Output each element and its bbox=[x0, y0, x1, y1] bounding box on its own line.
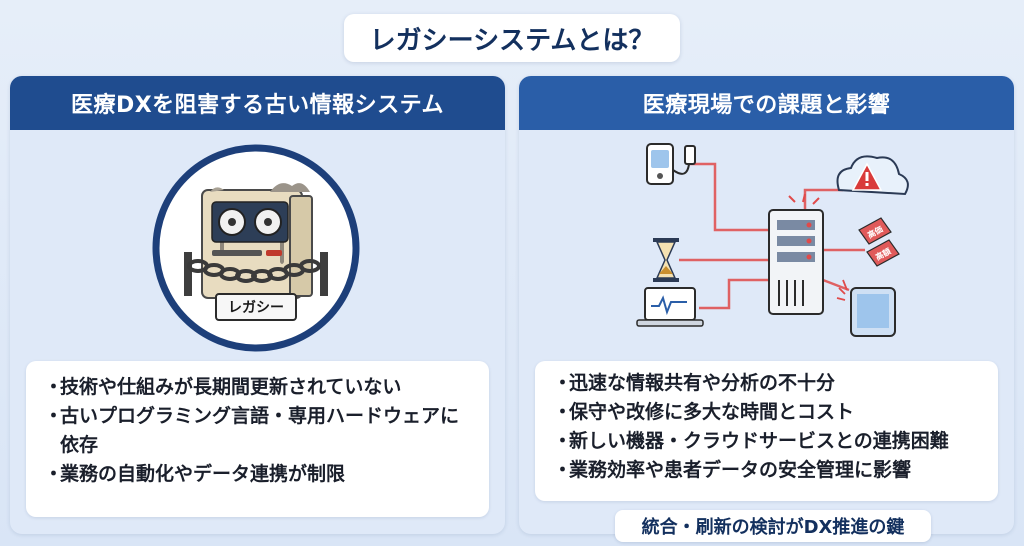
list-item: 技術や仕組みが長期間更新されていない bbox=[44, 373, 471, 402]
hourglass-icon bbox=[653, 238, 679, 282]
list-item: 業務効率や患者データの安全管理に影響 bbox=[553, 456, 980, 485]
list-item: 新しい機器・クラウドサービスとの連携困難 bbox=[553, 427, 980, 456]
tablet-icon bbox=[836, 279, 896, 337]
legacy-machine-illustration: レガシー bbox=[152, 144, 360, 352]
legacy-sign-label: レガシー bbox=[228, 300, 284, 316]
laptop-icon bbox=[636, 287, 704, 327]
right-panel: 医療現場での課題と影響 bbox=[519, 76, 1014, 534]
left-panel: 医療DXを阻害する古い情報システム bbox=[10, 76, 505, 534]
system-network-illustration: 高価 高額 bbox=[636, 143, 909, 337]
list-item: 業務の自動化やデータ連携が制限 bbox=[44, 460, 471, 489]
reel-icon bbox=[218, 208, 282, 236]
list-item: 迅速な情報共有や分析の不十分 bbox=[553, 369, 980, 398]
footer-note: 統合・刷新の検討がDX推進の鍵 bbox=[615, 510, 931, 542]
medical-device-icon bbox=[646, 143, 696, 185]
cloud-warning-icon bbox=[836, 155, 909, 196]
left-panel-header: 医療DXを阻害する古い情報システム bbox=[10, 76, 505, 130]
price-tag-icon: 高価 高額 bbox=[858, 217, 900, 267]
list-item: 保守や改修に多大な時間とコスト bbox=[553, 398, 980, 427]
right-panel-header: 医療現場での課題と影響 bbox=[519, 76, 1014, 130]
page-title: レガシーシステムとは？ bbox=[344, 14, 680, 62]
server-icon bbox=[768, 193, 824, 315]
list-item: 古いプログラミング言語・専用ハードウェアに依存 bbox=[44, 402, 471, 460]
left-bullet-list: 技術や仕組みが長期間更新されていない 古いプログラミング言語・専用ハードウェアに… bbox=[26, 361, 489, 517]
chain-icon bbox=[187, 259, 321, 283]
right-bullet-list: 迅速な情報共有や分析の不十分 保守や改修に多大な時間とコスト 新しい機器・クラウ… bbox=[535, 361, 998, 501]
